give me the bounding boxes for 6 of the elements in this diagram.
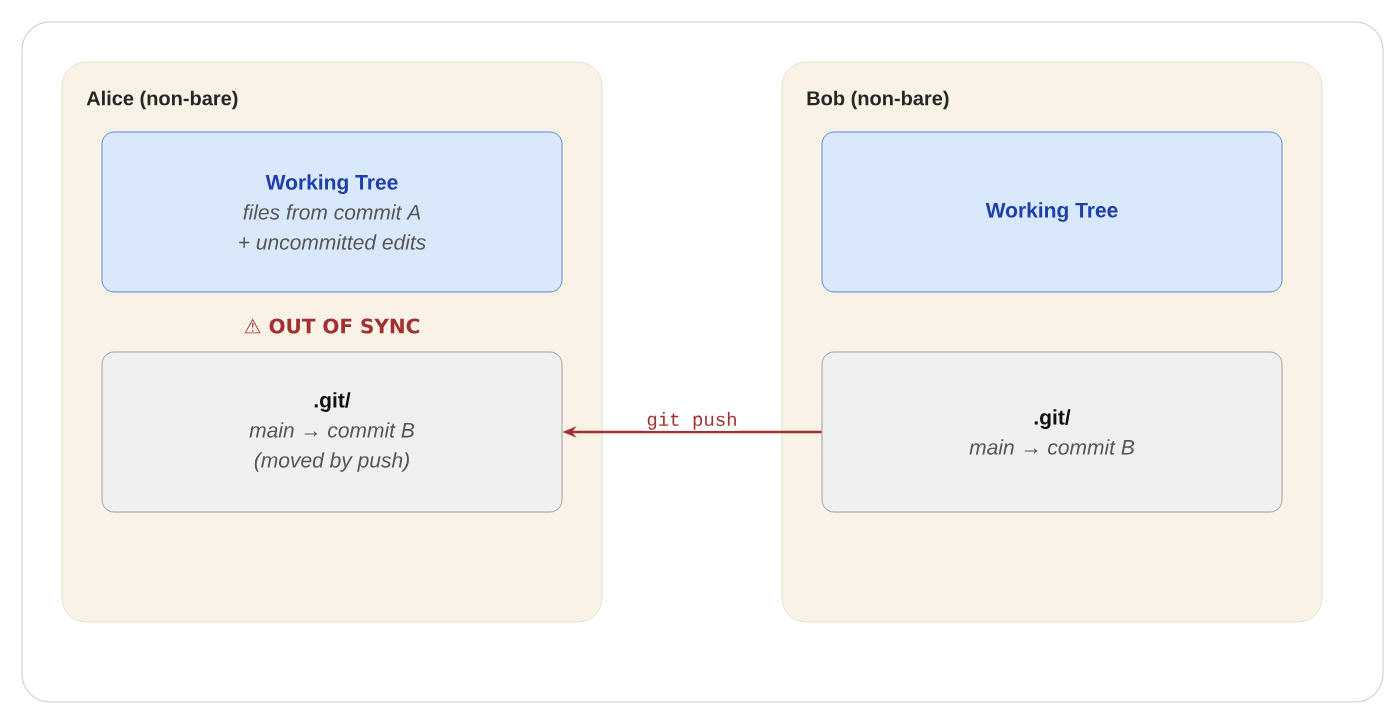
git-directory-box: .git/ main → commit B (moved by push) <box>101 351 563 513</box>
working-tree-box: Working Tree files from commit A + uncommitted edits <box>101 131 563 293</box>
git-directory-box: .git/ main → commit B <box>821 351 1283 513</box>
working-tree-box: Working Tree <box>821 131 1283 293</box>
warning-label: ⚠ OUT OF SYNC <box>244 318 419 334</box>
edge-label: git push <box>645 411 739 431</box>
